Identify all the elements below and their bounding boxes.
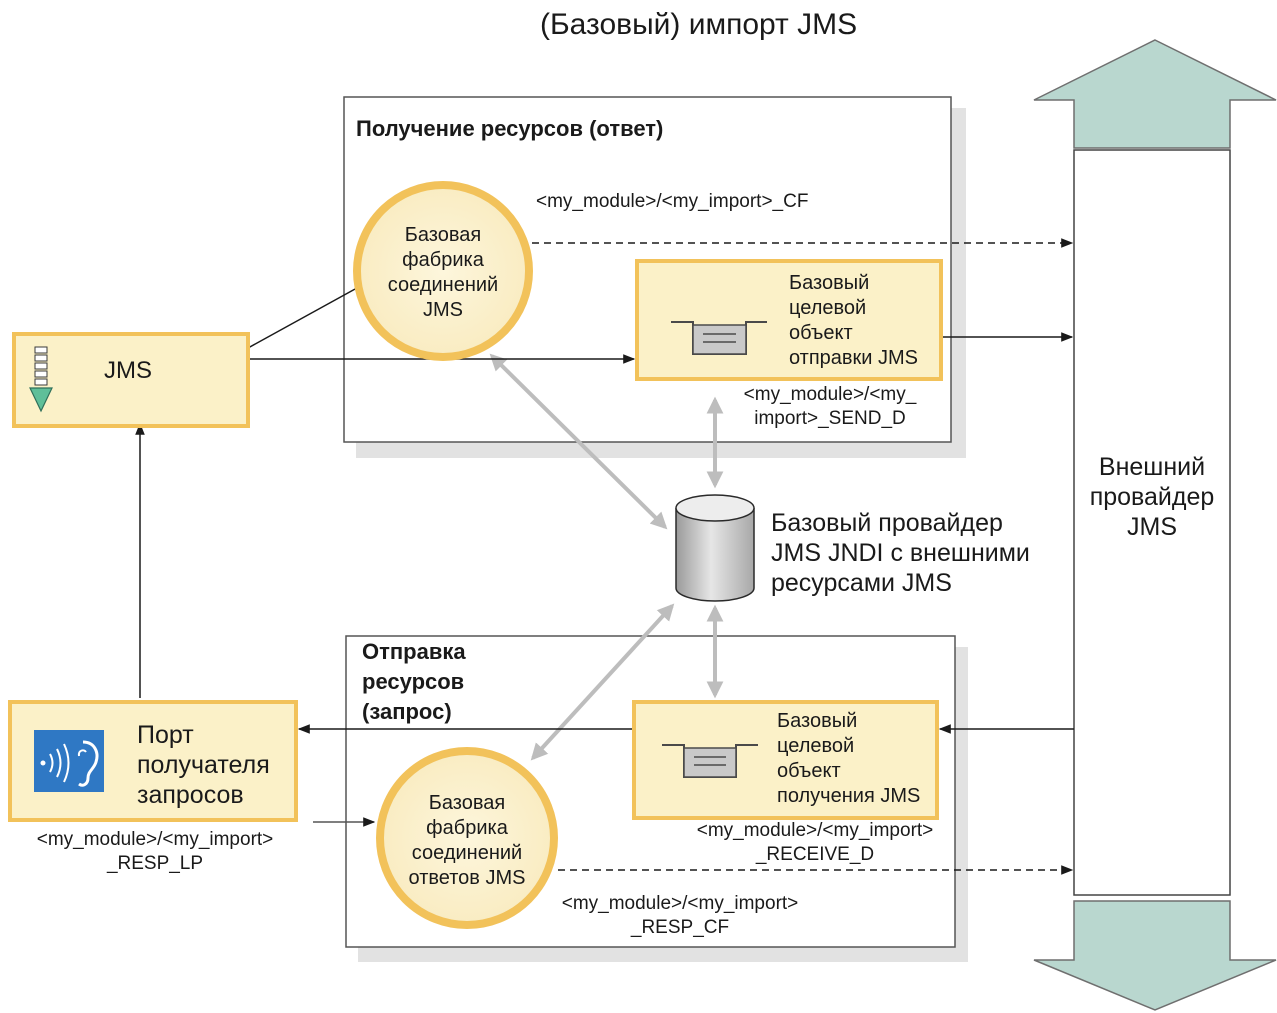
response-factory-resource-line: _RESP_CF: [630, 917, 730, 938]
listener-port-line: запросов: [137, 781, 244, 809]
send-destination-node: [635, 259, 943, 381]
receive-destination-node: [632, 700, 939, 820]
send-destination-line: Базовый: [789, 272, 870, 294]
send-group-title-line: Отправка: [362, 639, 466, 664]
listener-ear-icon: [34, 730, 104, 792]
receive-destination-line: получения JMS: [777, 785, 921, 807]
queue-icon: [662, 744, 758, 778]
listener-port-node: [8, 700, 298, 822]
send-destination-line: отправки JMS: [789, 347, 919, 369]
send-destination-line: объект: [789, 322, 853, 344]
response-factory-node: [376, 747, 558, 929]
jndi-provider-line: Базовый провайдер: [771, 509, 1003, 537]
listener-port-line: Порт: [137, 721, 194, 749]
external-provider-column: [1033, 39, 1277, 1011]
connection-factory-label: Базовая фабрика соединений JMS: [363, 223, 523, 323]
page-title: (Базовый) импорт JMS: [540, 8, 858, 41]
response-factory-label: Базовая фабрика соединений ответов JMS: [387, 791, 547, 891]
listener-port-label: Порт получателя запросов: [137, 720, 270, 810]
send-group-title-line: (запрос): [362, 699, 452, 724]
response-factory-line: соединений: [411, 842, 523, 864]
receive-destination-line: объект: [777, 760, 841, 782]
external-provider-label: Внешний провайдер JMS: [1076, 452, 1228, 542]
jndi-provider-line: ресурсами JMS: [771, 569, 952, 597]
send-destination-resource: <my_module>/<my_ import>_SEND_D: [720, 383, 940, 431]
jms-import-label: JMS: [104, 357, 152, 384]
response-factory-resource-line: <my_module>/<my_import>: [561, 893, 799, 914]
listener-port-line: получателя: [137, 751, 270, 779]
connection-factory-line: JMS: [423, 299, 463, 321]
connection-factory-line: фабрика: [402, 249, 484, 271]
receive-destination-line: целевой: [777, 735, 855, 757]
database-icon: [675, 494, 755, 602]
connection-factory-resource: <my_module>/<my_import>_CF: [536, 191, 809, 212]
queue-icon: [671, 321, 767, 355]
receive-destination-line: Базовый: [777, 710, 858, 732]
connection-factory-node: [353, 181, 533, 361]
response-factory-line: ответов JMS: [408, 867, 526, 889]
external-provider-line: JMS: [1127, 513, 1177, 541]
jndi-links: [489, 353, 724, 761]
jms-import-icon: [29, 346, 53, 413]
send-group-title: Отправка ресурсов (запрос): [362, 637, 466, 727]
jndi-provider-line: JMS JNDI с внешними: [771, 539, 1030, 567]
listener-port-resource: <my_module>/<my_import> _RESP_LP: [10, 828, 300, 876]
response-factory-line: фабрика: [426, 817, 508, 839]
receive-destination-resource: <my_module>/<my_import> _RECEIVE_D: [670, 819, 960, 867]
response-factory-resource: <my_module>/<my_import> _RESP_CF: [535, 892, 825, 940]
send-destination-resource-line: <my_module>/<my_: [743, 384, 917, 405]
receive-destination-resource-line: _RECEIVE_D: [755, 844, 875, 865]
connectors: [135, 238, 1074, 875]
send-destination-line: целевой: [789, 297, 867, 319]
listener-port-resource-line: <my_module>/<my_import>: [36, 829, 274, 850]
response-factory-line: Базовая: [428, 792, 506, 814]
jndi-provider-label: Базовый провайдер JMS JNDI с внешними ре…: [771, 508, 1030, 598]
receive-destination-label: Базовый целевой объект получения JMS: [777, 709, 920, 809]
listener-port-resource-line: _RESP_LP: [106, 853, 204, 874]
send-destination-resource-line: import>_SEND_D: [754, 408, 906, 429]
receive-group-title: Получение ресурсов (ответ): [356, 116, 664, 141]
external-provider-line: провайдер: [1089, 483, 1215, 511]
connection-factory-line: соединений: [387, 274, 499, 296]
external-provider-line: Внешний: [1098, 453, 1206, 481]
send-destination-label: Базовый целевой объект отправки JMS: [789, 271, 918, 371]
receive-destination-resource-line: <my_module>/<my_import>: [696, 820, 934, 841]
connection-factory-line: Базовая: [404, 224, 482, 246]
jms-import-node: [12, 332, 250, 428]
send-group-title-line: ресурсов: [362, 669, 465, 694]
